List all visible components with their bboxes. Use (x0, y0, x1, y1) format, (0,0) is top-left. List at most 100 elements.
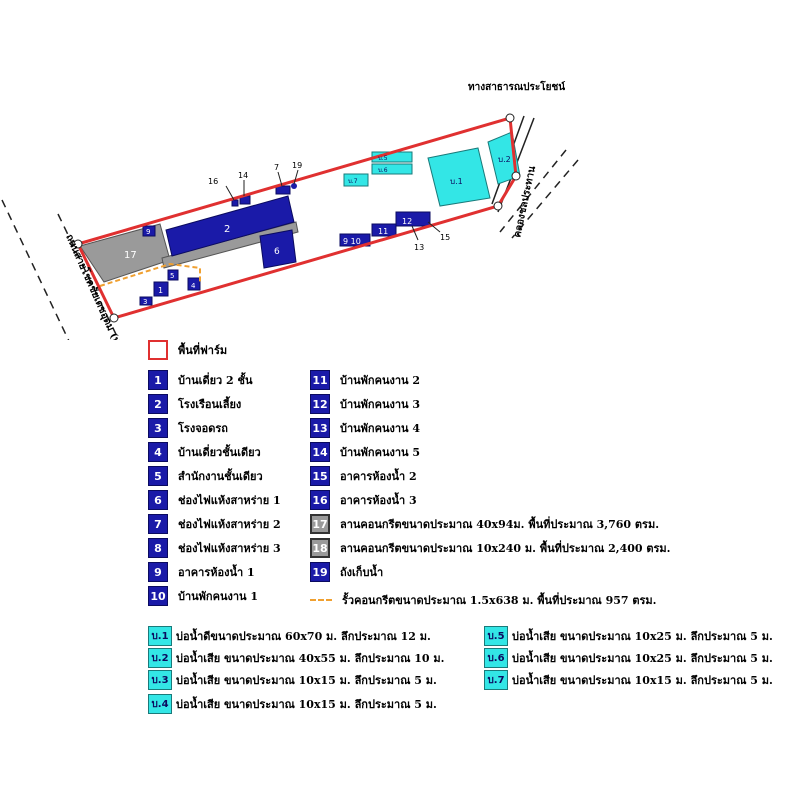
building-3 (139, 296, 153, 306)
legend-label: บ่อน้ำดีขนาดประมาณ 60x70 ม. ลึกประมาณ 12… (176, 630, 431, 643)
legend-pond-4: บ.4 บ่อน้ำเสีย ขนาดประมาณ 10x15 ม. ลึกประ… (148, 694, 437, 714)
legend-number: 8 (148, 538, 168, 558)
canal-edge (499, 149, 567, 233)
legend-number: 2 (148, 394, 168, 414)
legend-item-2: 2 โรงเรือนเลี้ยง (148, 394, 241, 414)
pond-number: บ.2 (148, 648, 172, 668)
callout-line (277, 171, 283, 187)
label-2: 2 (224, 224, 230, 235)
callout-line (225, 185, 235, 201)
legend-number: 3 (148, 418, 168, 438)
legend-label: บ้านพักคนงาน 5 (340, 446, 421, 459)
legend-label: รั้วคอนกรีตขนาดประมาณ 1.5x638 ม. พื้นที่… (342, 594, 657, 607)
label-7: 7 (274, 163, 279, 172)
pond-number: บ.1 (148, 626, 172, 646)
legend-label: บ่อน้ำเสีย ขนาดประมาณ 10x25 ม. ลึกประมาณ… (512, 630, 773, 643)
legend-label: บ้านพักคนงาน 4 (340, 422, 421, 435)
legend-number: 19 (310, 562, 330, 582)
label-13: 13 (414, 243, 424, 252)
label-17: 17 (124, 250, 137, 261)
fence-line (99, 262, 201, 287)
boundary-marker (505, 113, 515, 123)
road-label-top: ทางสาธารณประโยชน์ (468, 80, 565, 93)
building-2 (165, 195, 295, 257)
legend-label: ลานคอนกรีตขนาดประมาณ 10x240 ม. พื้นที่ปร… (340, 542, 671, 555)
building-11 (371, 223, 397, 237)
legend-item-5: 5 สำนักงานชั้นเดียว (148, 466, 263, 486)
boundary-marker (511, 171, 521, 181)
legend-item-12: 12 บ้านพักคนงาน 3 (310, 394, 420, 414)
legend-pond-1: บ.1 บ่อน้ำดีขนาดประมาณ 60x70 ม. ลึกประมาณ… (148, 626, 431, 646)
pond-number: บ.5 (484, 626, 508, 646)
legend-label: บ่อน้ำเสีย ขนาดประมาณ 10x25 ม. ลึกประมาณ… (512, 652, 773, 665)
building-7 (275, 185, 291, 195)
legend-number: 5 (148, 466, 168, 486)
pond-b7 (343, 173, 369, 187)
pond-number: บ.7 (484, 670, 508, 690)
legend-label: อาคารห้องน้ำ 3 (340, 494, 417, 507)
callout-line (411, 225, 419, 241)
legend-label: ถังเก็บน้ำ (340, 566, 384, 579)
legend-pond-3: บ.3 บ่อน้ำเสีย ขนาดประมาณ 10x15 ม. ลึกประ… (148, 670, 437, 690)
legend-label: บ่อน้ำเสีย ขนาดประมาณ 40x55 ม. ลึกประมาณ… (176, 652, 445, 665)
building-10 (339, 233, 371, 247)
legend-number: 15 (310, 466, 330, 486)
legend-number: 10 (148, 586, 168, 606)
building-4 (187, 277, 201, 291)
legend-number: 9 (148, 562, 168, 582)
pond-b1 (427, 147, 491, 207)
label-1: 1 (158, 286, 163, 295)
legend-label: สำนักงานชั้นเดียว (178, 470, 263, 483)
legend-boundary: พื้นที่ฟาร์ม (148, 340, 227, 360)
label-10: 9 10 (343, 237, 361, 246)
callout-line (427, 221, 441, 233)
legend-number: 6 (148, 490, 168, 510)
legend-item-14: 14 บ้านพักคนงาน 5 (310, 442, 420, 462)
site-map: ทางสาธารณประโยชน์ คลองชลประทาน ถนนสายโชค… (1, 80, 579, 340)
legend-label: ช่องไฟแห้งสาหร่าย 2 (178, 518, 281, 531)
pond-b6 (371, 163, 413, 175)
legend-item-9: 9 อาคารห้องน้ำ 1 (148, 562, 255, 582)
legend-label: บ่อน้ำเสีย ขนาดประมาณ 10x15 ม. ลึกประมาณ… (176, 674, 437, 687)
pond-number: บ.6 (484, 648, 508, 668)
legend-number: 7 (148, 514, 168, 534)
legend-number: 1 (148, 370, 168, 390)
boundary-marker (109, 313, 119, 323)
legend-pond-2: บ.2 บ่อน้ำเสีย ขนาดประมาณ 40x55 ม. ลึกประ… (148, 648, 444, 668)
left-road-edge (57, 213, 120, 340)
label-9: 9 (146, 228, 150, 236)
legend-pond-6: บ.6 บ่อน้ำเสีย ขนาดประมาณ 10x25 ม. ลึกประ… (484, 648, 773, 668)
legend-pond-7: บ.7 บ่อน้ำเสีย ขนาดประมาณ 10x15 ม. ลึกประ… (484, 670, 773, 690)
legend-label: บ่อน้ำเสีย ขนาดประมาณ 10x15 ม. ลึกประมาณ… (512, 674, 773, 687)
legend-number: 12 (310, 394, 330, 414)
fence-swatch (310, 599, 332, 601)
legend-label: บ้านพักคนงาน 3 (340, 398, 421, 411)
legend-label: บ่อน้ำเสีย ขนาดประมาณ 10x15 ม. ลึกประมาณ… (176, 698, 437, 711)
label-12: 12 (402, 217, 412, 226)
legend-label: โรงจอดรถ (178, 422, 228, 435)
label-p7: บ.7 (348, 178, 358, 185)
legend-label: บ้านเดี่ยวชั้นเดียว (178, 446, 261, 459)
label-11: 11 (378, 227, 388, 236)
pond-number: บ.3 (148, 670, 172, 690)
pond-number: บ.4 (148, 694, 172, 714)
legend-label: ลานคอนกรีตขนาดประมาณ 40x94ม. พื้นที่ประม… (340, 518, 660, 531)
legend-label: อาคารห้องน้ำ 1 (178, 566, 255, 579)
legend-label: บ้านพักคนงาน 2 (340, 374, 421, 387)
legend-number: 14 (310, 442, 330, 462)
legend-label: โรงเรือนเลี้ยง (178, 398, 242, 411)
callout-line (293, 169, 299, 185)
building-5 (167, 269, 179, 281)
label-p6: บ.6 (378, 167, 388, 174)
label-3: 3 (143, 298, 147, 306)
legend-item-3: 3 โรงจอดรถ (148, 418, 228, 438)
legend-item-8: 8 ช่องไฟแห้งสาหร่าย 3 (148, 538, 281, 558)
legend-label: ช่องไฟแห้งสาหร่าย 3 (178, 542, 281, 555)
